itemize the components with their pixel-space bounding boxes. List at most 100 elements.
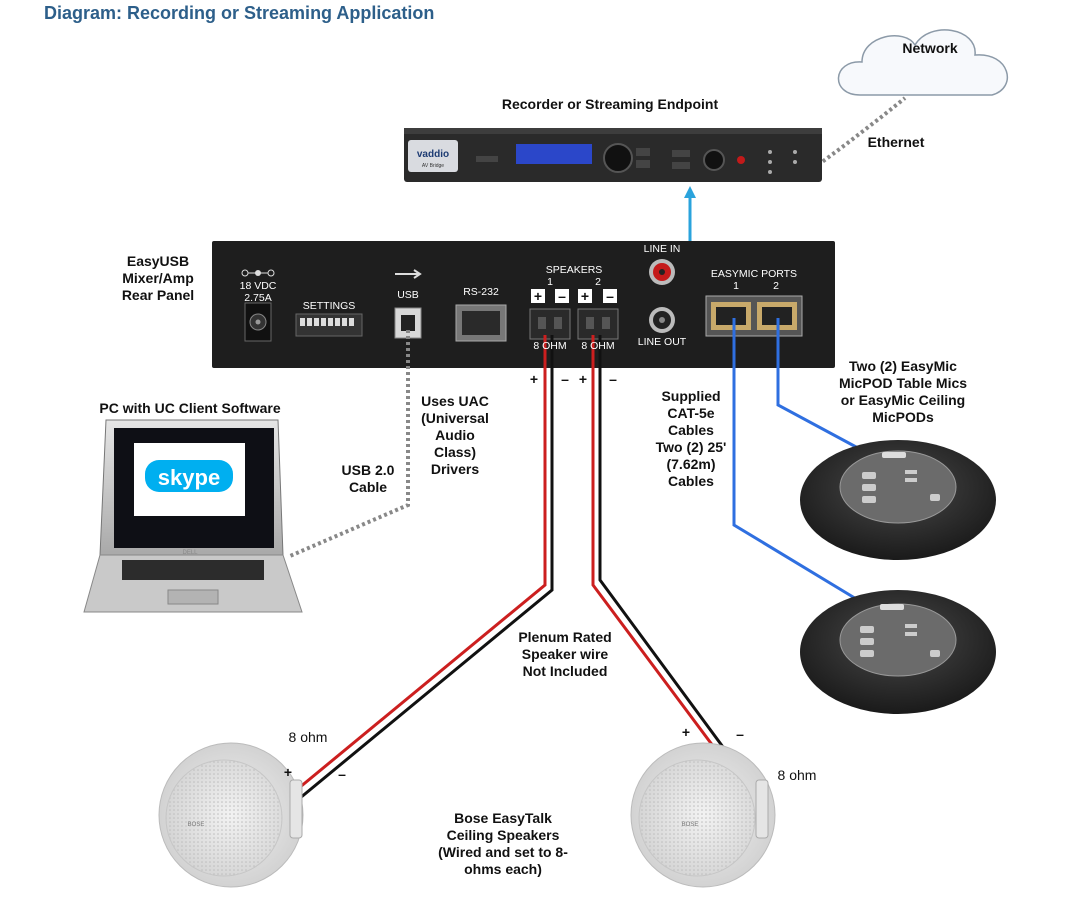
polarity-minus-speaker-left: – [338,766,346,782]
dc-jack-icon [241,269,275,342]
settings-label: SETTINGS [302,300,356,312]
usb-cable-line-1: USB 2.0 [341,462,395,478]
plenum-label: Plenum Rated Speaker wire Not Included [500,629,630,680]
dc-current: 2.75A [244,292,272,304]
arrow-up-icon [684,186,696,198]
uac-label: Uses UAC (Universal Audio Class) Drivers [412,393,498,478]
bose-line-2: Ceiling Speakers [446,827,560,843]
bose-line-4: ohms each) [464,861,542,877]
ceiling-speaker-left-icon [158,742,304,888]
easyusb-line-3: Rear Panel [121,287,195,303]
laptop-icon [83,419,303,613]
spk2-ohm-label: 8 OHM [581,340,615,352]
rs232-port[interactable] [455,304,507,342]
easyusb-line-1: EasyUSB [126,253,190,269]
network-label: Network [902,40,958,56]
cat5-label: Supplied CAT-5e Cables Two (2) 25' (7.62… [641,388,741,490]
cat5-line-6: Cables [668,473,714,489]
cat5-line-1: Supplied [661,388,721,404]
mics-label: Two (2) EasyMic MicPOD Table Mics or Eas… [822,358,984,426]
easyusb-label: EasyUSB Mixer/Amp Rear Panel [110,253,206,304]
bose-line-3: (Wired and set to 8- [438,844,568,860]
speaker-wire-left [287,335,554,805]
usb-label: USB [397,289,419,301]
spk1-ohm-label: 8 OHM [533,340,567,352]
easymic-ports-label: EASYMIC PORTS [710,268,798,280]
skype-text: skype [158,465,220,490]
plenum-line-3: Not Included [522,663,608,679]
spk2-number: 2 [595,276,601,288]
device-brand: vaddio [417,149,449,160]
usb-cable-label: USB 2.0 Cable [330,462,406,496]
usb-cable [289,330,410,558]
easymic-ports[interactable] [705,295,803,337]
easyusb-line-2: Mixer/Amp [122,270,194,286]
ceiling-speaker-right-icon [630,742,776,888]
mics-line-3: or EasyMic Ceiling [840,392,966,408]
network-cloud-icon [837,29,1009,96]
port2-number: 2 [773,280,779,292]
cat5-line-4: Two (2) 25' [655,439,727,455]
uac-line-3: Audio [435,427,475,443]
line-in-jack[interactable] [649,259,675,285]
micpod-2-icon [800,590,996,714]
mics-line-2: MicPOD Table Mics [838,375,968,391]
line-out-jack[interactable] [649,307,675,333]
speakers-label: SPEAKERS [545,264,603,276]
recorder-label: Recorder or Streaming Endpoint [501,96,719,112]
easyusb-panel [212,241,835,368]
polarity-minus-1: – [561,371,569,387]
speaker-terminal-2[interactable] [577,289,619,340]
bose-label: Bose EasyTalk Ceiling Speakers (Wired an… [418,810,588,878]
mics-line-4: MicPODs [872,409,934,425]
uac-line-2: (Universal [421,410,489,426]
speaker-wire-right [591,335,764,806]
micpod-1-icon [800,440,996,560]
bose-line-1: Bose EasyTalk [454,810,552,826]
dc-voltage: 18 VDC [239,280,277,292]
polarity-minus-2: – [609,371,617,387]
plenum-line-1: Plenum Rated [518,629,612,645]
speaker-left-brand: BOSE [188,822,205,828]
speaker-terminal-1[interactable] [529,289,571,340]
polarity-plus-speaker-right: + [681,724,691,740]
recorder-device [404,128,822,182]
usb-cable-line-2: Cable [348,479,388,495]
spk1-plus-label: + [534,288,542,304]
ohm-right-label: 8 ohm [777,767,817,783]
device-model: AV Bridge [422,163,444,169]
uac-line-4: Class) [433,444,477,460]
mics-line-1: Two (2) EasyMic [849,358,957,374]
ethernet-label: Ethernet [867,134,925,150]
settings-dip-switch[interactable] [295,313,363,337]
line-out-label: LINE OUT [637,336,687,348]
pc-label: PC with UC Client Software [99,400,281,416]
speaker-right-brand: BOSE [682,822,699,828]
polarity-plus-1: + [529,371,539,387]
port1-number: 1 [733,280,739,292]
ohm-left-label: 8 ohm [288,729,328,745]
polarity-plus-2: + [578,371,588,387]
laptop-brand: DELL [182,550,198,556]
usb-icon [395,269,422,279]
cat5-line-5: (7.62m) [666,456,716,472]
cat5-line-3: Cables [668,422,714,438]
polarity-plus-speaker-left: + [283,764,293,780]
polarity-minus-speaker-right: – [736,726,744,742]
dc-label: 18 VDC 2.75A [230,280,286,304]
cat5-cable-2 [776,318,859,450]
spk2-minus-label: – [606,288,614,304]
rs232-label: RS-232 [463,286,499,298]
spk2-plus-label: + [581,288,589,304]
cat5-cable-1 [732,318,859,602]
line-in-label: LINE IN [643,243,681,255]
uac-line-1: Uses UAC [421,393,489,409]
ethernet-cable [816,96,907,167]
plenum-line-2: Speaker wire [521,646,609,662]
uac-line-5: Drivers [430,461,480,477]
skype-logo [145,460,233,492]
cat5-line-2: CAT-5e [667,405,715,421]
spk1-number: 1 [547,276,553,288]
page-title: Diagram: Recording or Streaming Applicat… [44,3,435,23]
